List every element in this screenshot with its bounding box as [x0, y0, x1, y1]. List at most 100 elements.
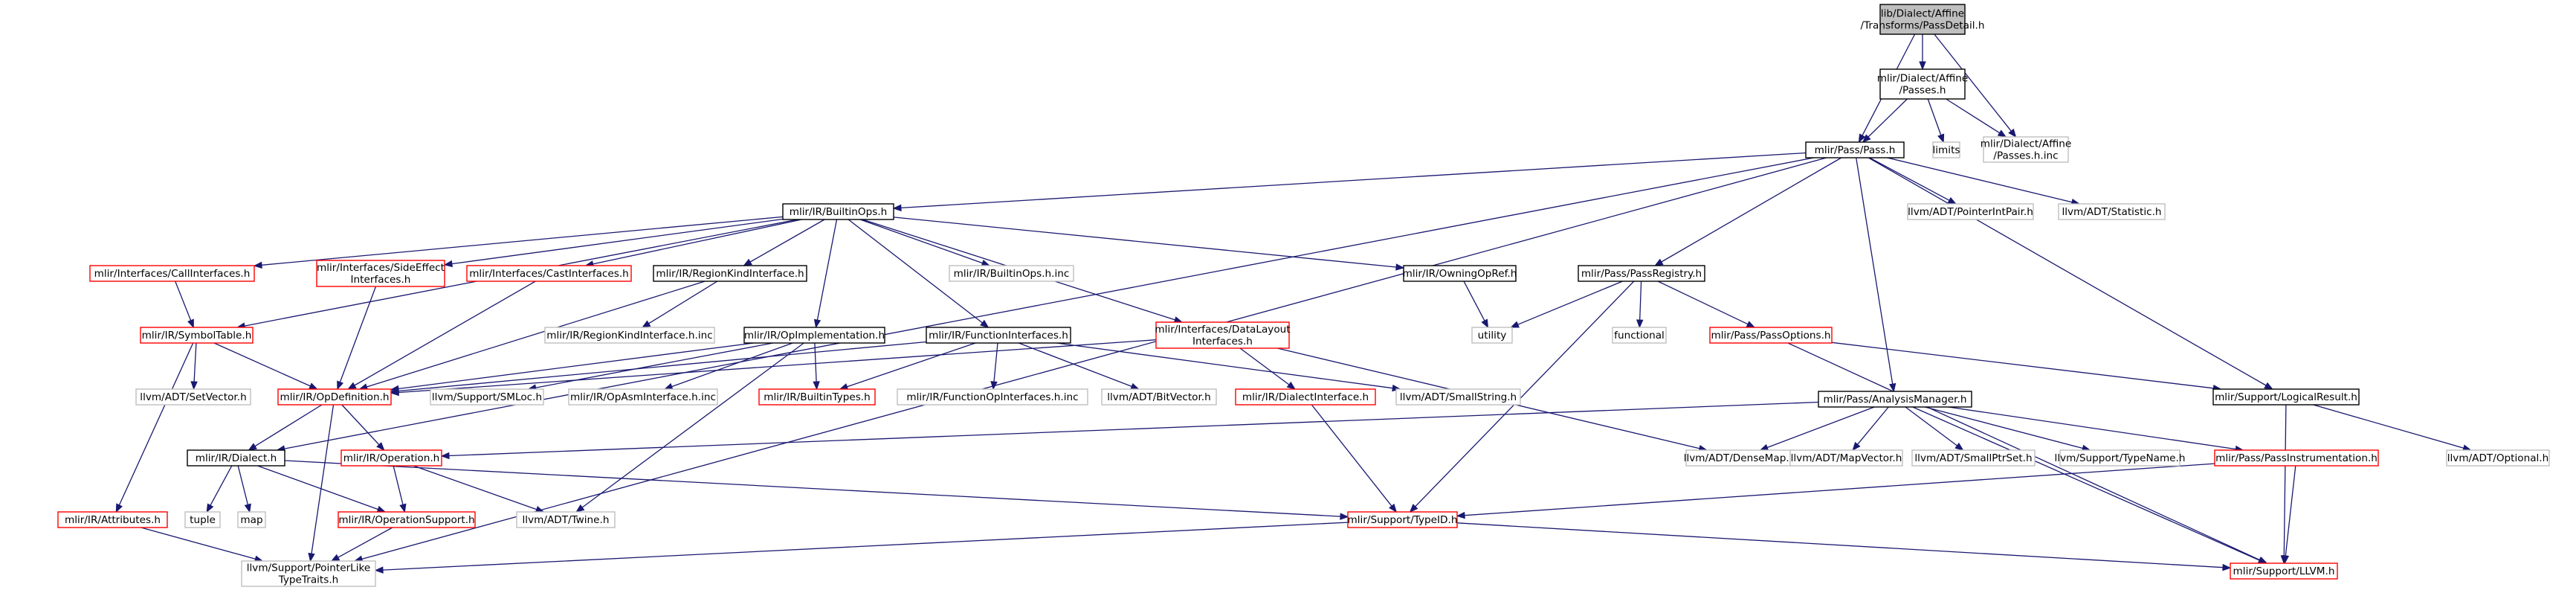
node-box [743, 327, 885, 344]
node-box [1101, 388, 1217, 406]
edge-attributes-to-pointer_like [141, 527, 264, 562]
edge-line [893, 217, 1397, 268]
node-box [1879, 4, 1966, 35]
node-label: llvm/Support/PointerLike [247, 562, 371, 574]
node-box [135, 388, 251, 406]
node-label: utility [1478, 330, 1507, 342]
node-small-ptr-set: llvm/ADT/SmallPtrSet.h [1911, 449, 2036, 467]
node-support-llvm[interactable]: mlir/Support/LLVM.h [2230, 562, 2338, 580]
node-box [516, 511, 616, 528]
edge-line [1639, 281, 1642, 321]
edge-builtin_ops-to-region_kind [743, 219, 825, 266]
edge-pass_registry-to-pass_options [1657, 281, 1756, 328]
edge-function_interfaces-to-function_interfaces_inc [990, 342, 998, 391]
node-logical-result[interactable]: mlir/Support/LogicalResult.h [2212, 388, 2360, 406]
edge-line [213, 342, 311, 387]
node-symbol-table[interactable]: mlir/IR/SymbolTable.h [140, 327, 254, 344]
edge-pass_registry-to-utility [1510, 281, 1623, 328]
node-analysis-manager[interactable]: mlir/Pass/AnalysisManager.h [1818, 391, 1972, 408]
node-pass-registry[interactable]: mlir/Pass/PassRegistry.h [1578, 265, 1705, 282]
edge-pass-to-analysis_manager [1856, 157, 1897, 393]
node-cast-interfaces[interactable]: mlir/Interfaces/CastInterfaces.h [466, 265, 632, 282]
edge-line [254, 404, 323, 447]
node-box [237, 511, 266, 528]
node-label: mlir/Pass/AnalysisManager.h [1824, 394, 1967, 406]
node-label: mlir/Interfaces/CallInterfaces.h [94, 268, 251, 280]
node-label: mlir/Support/LLVM.h [2233, 565, 2335, 577]
node-call-interfaces[interactable]: mlir/Interfaces/CallInterfaces.h [89, 265, 255, 282]
edge-line [1661, 157, 1842, 263]
edge-line [2285, 465, 2296, 557]
node-box [1578, 265, 1705, 282]
node-owning-op-ref[interactable]: mlir/IR/OwningOpRef.h [1403, 265, 1517, 282]
node-affine-passes[interactable]: mlir/Dialect/Affine/Passes.h [1877, 68, 1968, 100]
node-functional: functional [1612, 327, 1667, 344]
node-attributes[interactable]: mlir/IR/Attributes.h [57, 511, 168, 528]
node-box [1403, 265, 1517, 282]
node-label: mlir/IR/FunctionOpInterfaces.h.inc [906, 391, 1078, 403]
node-label: mlir/Pass/Pass.h [1815, 144, 1896, 156]
node-box [926, 327, 1071, 344]
node-label: llvm/Support/TypeName.h [2054, 452, 2185, 464]
edge-builtin_ops-to-side_effect [443, 218, 784, 268]
node-pass-instrumentation[interactable]: mlir/Pass/PassInstrumentation.h [2214, 449, 2379, 467]
node-box [897, 388, 1088, 406]
node-box [466, 265, 632, 282]
edge-line [993, 342, 998, 382]
edge-line [1905, 406, 1957, 446]
node-dialect-interface[interactable]: mlir/IR/DialectInterface.h [1235, 388, 1376, 406]
node-operation-support[interactable]: mlir/IR/OperationSupport.h [338, 511, 476, 528]
edge-builtin_ops-to-op_implementation [813, 219, 838, 329]
node-op-implementation[interactable]: mlir/IR/OpImplementation.h [743, 327, 885, 344]
node-set-vector: llvm/ADT/SetVector.h [135, 388, 251, 406]
node-builtin-types[interactable]: mlir/IR/BuiltinTypes.h [758, 388, 876, 406]
node-root[interactable]: lib/Dialect/Affine/Transforms/PassDetail… [1861, 4, 1985, 35]
node-box [758, 388, 876, 406]
edge-analysis_manager-to-operation [440, 401, 1819, 460]
edge-line [448, 401, 1819, 457]
node-box [140, 327, 254, 344]
node-label: llvm/ADT/Statistic.h [2062, 206, 2161, 218]
node-dialect[interactable]: mlir/IR/Dialect.h [187, 449, 285, 467]
node-affine-passes-inc: mlir/Dialect/Affine/Passes.h.inc [1981, 136, 2071, 163]
edge-line [1856, 157, 1894, 385]
edge-line [1868, 157, 2267, 386]
node-pass[interactable]: mlir/Pass/Pass.h [1805, 141, 1905, 158]
edge-operation-to-twine [413, 465, 545, 513]
node-operation[interactable]: mlir/IR/Operation.h [340, 449, 442, 467]
node-box [2230, 562, 2338, 580]
edge-arrowhead [743, 258, 752, 266]
edge-arrowhead [1858, 133, 1866, 144]
node-box [1789, 449, 1903, 467]
node-label: mlir/IR/Dialect.h [196, 452, 277, 464]
edge-arrowhead [115, 503, 123, 513]
node-region-kind[interactable]: mlir/IR/RegionKindInterface.h [653, 265, 807, 282]
edge-pass_registry-to-functional [1636, 281, 1644, 329]
edge-line [1766, 406, 1875, 449]
edge-arrowhead [244, 503, 251, 513]
node-label: llvm/ADT/MapVector.h [1791, 452, 1902, 464]
node-type-id[interactable]: mlir/Support/TypeID.h [1347, 511, 1458, 528]
node-box [1235, 388, 1376, 406]
edge-line [535, 342, 773, 388]
node-box [1818, 391, 1972, 408]
edge-affine_passes-to-limits [1927, 98, 1945, 144]
node-box [241, 560, 376, 587]
edge-arrowhead [1286, 381, 1296, 390]
edge-dialect-to-type_id [284, 460, 1349, 520]
node-pass-options[interactable]: mlir/Pass/PassOptions.h [1709, 327, 1833, 344]
edge-arrowhead [1636, 319, 1644, 329]
node-statistic: llvm/ADT/Statistic.h [2058, 203, 2166, 220]
edge-line [367, 281, 706, 388]
edge-line [1934, 33, 2012, 132]
node-op-definition[interactable]: mlir/IR/OpDefinition.h [277, 388, 392, 406]
node-function-interfaces[interactable]: mlir/IR/FunctionInterfaces.h [926, 327, 1071, 344]
edge-op_implementation-to-builtin_types [813, 342, 820, 391]
edge-arrowhead [1919, 61, 1926, 71]
node-builtin-ops[interactable]: mlir/IR/BuiltinOps.h [782, 203, 894, 220]
edge-line [1415, 281, 1635, 507]
edge-arrowhead [641, 320, 651, 328]
